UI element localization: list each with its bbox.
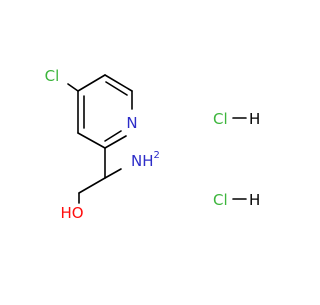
- salt-hydrogen-label: H: [249, 191, 260, 209]
- salt-hydrogen-label: H: [249, 110, 260, 128]
- amine-nh: NH: [131, 152, 154, 170]
- amine-label: NH2: [131, 150, 160, 170]
- chlorine-label: Cl: [45, 67, 60, 85]
- bond-c5-c6-inner: [105, 81, 128, 96]
- bond-c4-cl: [67, 83, 79, 92]
- bond-alpha-ch2: [78, 177, 106, 194]
- bond-n1-c2-inner: [104, 130, 122, 142]
- hcl-salt-2: Cl H: [213, 191, 260, 209]
- bond-c2-c3: [77, 132, 106, 149]
- pyridine-ring: [77, 74, 133, 149]
- structure-drawing: Cl N NH2 HO Cl H Cl H: [45, 67, 261, 222]
- bond-n1-c2: [104, 135, 127, 149]
- bond-c4-c5: [77, 74, 106, 92]
- salt-chlorine-label: Cl: [213, 110, 228, 128]
- hydroxyl-label: HO: [60, 204, 83, 222]
- amine-subscript: 2: [154, 150, 160, 161]
- bond-alpha-nh2: [104, 168, 122, 179]
- ring-nitrogen-label: N: [126, 114, 137, 132]
- salt-chlorine-label: Cl: [213, 191, 228, 209]
- hcl-salt-1: Cl H: [213, 110, 260, 128]
- bond-c5-c6: [104, 74, 133, 92]
- structure-canvas: Cl N NH2 HO Cl H Cl H: [45, 67, 261, 222]
